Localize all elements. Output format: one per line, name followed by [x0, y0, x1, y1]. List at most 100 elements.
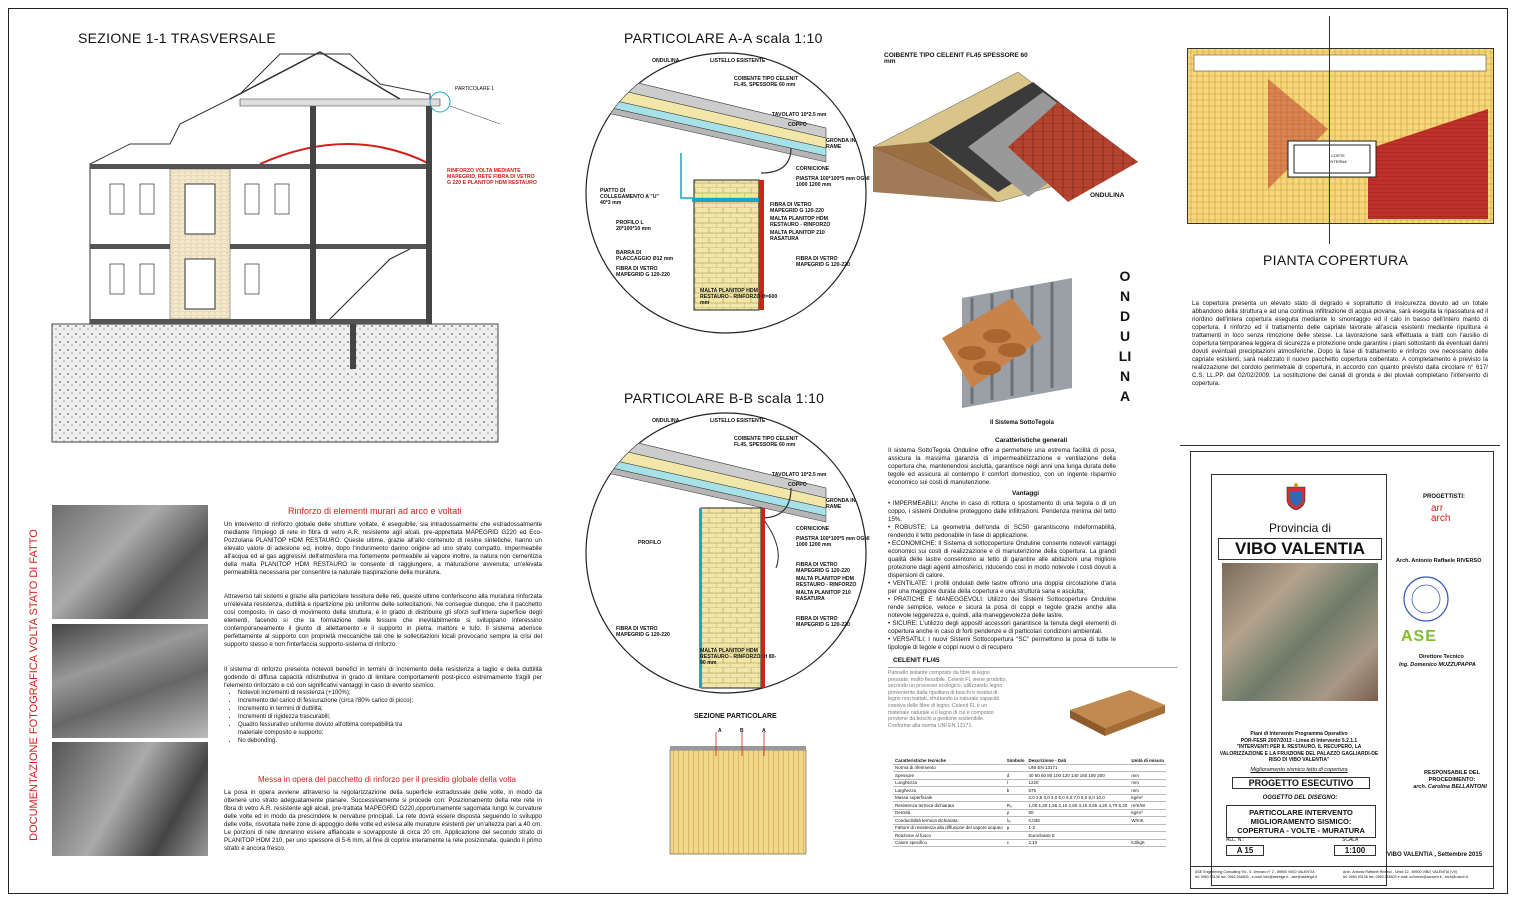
- cell: [1129, 831, 1166, 840]
- advantages-title: Vantaggi: [1012, 490, 1040, 497]
- label-fibra-3: FIBRA DI VETRO MAPEGRID G 120-220: [616, 626, 670, 638]
- scale-label: SCALA: [1342, 837, 1359, 843]
- benefit-item: Incremento del carico di fessurazione (c…: [238, 697, 418, 705]
- responsible-name: arch. Carolina BELLANTONI: [1413, 784, 1487, 790]
- city-name: VIBO VALENTIA: [1218, 538, 1382, 560]
- cell: Fattore di resistenza alla diffusione de…: [893, 824, 1005, 832]
- title-block: Provincia di VIBO VALENTIA Piani di Inte…: [1190, 451, 1494, 889]
- cell: Larghezza: [893, 786, 1005, 795]
- cell: 2,10: [1026, 839, 1130, 847]
- advantage-item: • IMPERMEABILI: Anche in caso di rottura…: [888, 500, 1116, 523]
- celenit-panel-image: [1070, 690, 1165, 736]
- label-malta-hdm-2: MALTA PLANITOP HDM RESTAURO - RINFORZO: …: [700, 648, 777, 666]
- benefit-item: Notevoli incrementi di resistenza (+100%…: [238, 689, 418, 697]
- vault-photo-1: [52, 505, 208, 619]
- roof-insulation-label: COIBENTE TIPO CELENIT FL45 SPESSORE 60 m…: [884, 52, 1028, 65]
- label-planitop-210: MALTA PLANITOP 210 RASATURA: [770, 230, 825, 242]
- properties-table: Caratteristiche tecniche Simbolo Descriz…: [893, 757, 1166, 847]
- drawing-object-label: OGGETTO DEL DISEGNO:: [1262, 795, 1338, 801]
- detail-aa-drawing: [585, 52, 867, 334]
- label-listello: LISTELLO ESISTENTE: [710, 58, 766, 64]
- cell: Resistenza termica dichiarata: [893, 801, 1005, 810]
- rinforzo-p1: Un intervento di rinforzo globale delle …: [224, 521, 542, 576]
- cell: kJ/kgK: [1129, 839, 1166, 847]
- province-crest-icon: [1286, 483, 1306, 511]
- label-coppo: COPPO: [788, 482, 807, 488]
- cell: 40 50 60 80 100 120 140 160 180 200: [1026, 771, 1130, 780]
- ase-logo: ASE: [1401, 628, 1437, 645]
- vault-photo-3: [52, 742, 208, 856]
- label-fibra-1: FIBRA DI VETRO MAPEGRID G 120-220: [770, 202, 824, 214]
- cell: [1129, 824, 1166, 832]
- section-mark-a: A: [718, 728, 722, 734]
- cell: [1004, 794, 1027, 802]
- section-mark-a2: A: [762, 728, 766, 734]
- cell: m²K/W: [1129, 801, 1166, 810]
- advantage-item: • SICURE: L'utilizzo degli appositi acce…: [888, 620, 1116, 635]
- cell: 50: [1026, 809, 1130, 817]
- messa-in-opera-text: La posa in opera avviene attraverso la r…: [224, 789, 542, 852]
- aerial-photo: [1222, 563, 1378, 701]
- drawing-title: PARTICOLARE INTERVENTO MIGLIORAMENTO SIS…: [1226, 805, 1376, 838]
- cell: [1004, 764, 1027, 772]
- th: Unità di misura: [1129, 757, 1166, 765]
- benefit-item: No debonding.: [238, 737, 418, 745]
- footer-architect: Arch. Antonio Raffaele Riverso - Umbi 12…: [1343, 870, 1469, 879]
- section-cut-line: [1329, 16, 1330, 244]
- label-tavolato: TAVOLATO 10*2.5 mm: [772, 472, 827, 478]
- roof-isometric: [872, 71, 1139, 202]
- footer-divider: [1191, 866, 1493, 867]
- advantage-item: • ECONOMICHE: Il Sistema di sottocopertu…: [888, 540, 1116, 579]
- plan-description: La copertura presenta un elevato stato d…: [1192, 300, 1488, 387]
- architect-name: Arch. Antonio Raffaele RIVERSO: [1396, 558, 1482, 564]
- label-fibra-2: FIBRA DI VETRO MAPEGRID G 120-220: [796, 256, 850, 268]
- cell: 575: [1026, 786, 1130, 795]
- cell: Reazione al fuoco: [893, 831, 1005, 840]
- cell: 2,0 2,5 3,0 4,0 5,0 6,0 7,0 8,0 9,0 10,0: [1026, 794, 1130, 802]
- cell: R₀: [1004, 801, 1027, 810]
- cell: kg/m²: [1129, 794, 1166, 802]
- label-coibente: COIBENTE TIPO CELENIT FL45, SPESSORE 60 …: [734, 436, 798, 448]
- roof-ondulina-label: ONDULINA: [1090, 192, 1125, 199]
- label-profilo: PROFILO: [638, 540, 662, 546]
- th: Simbolo: [1004, 757, 1027, 765]
- cell: d: [1004, 771, 1027, 780]
- label-tavolato: TAVOLATO 10*2.5 mm: [772, 112, 827, 118]
- arr-arch-logo: arr arch: [1431, 503, 1451, 524]
- label-piastra: PIASTRA 100*100*5 mm OGNI 1000 1200 mm: [796, 176, 870, 188]
- cell: [1129, 764, 1166, 772]
- cell: Spessore: [893, 771, 1005, 780]
- cell: Massa superficiale: [893, 794, 1005, 802]
- celenit-description: Pannello isolante composto da fibre di l…: [888, 670, 1007, 729]
- label-ondulina: ONDULINA: [652, 418, 680, 424]
- professional-stamp-icon: [1403, 576, 1449, 622]
- program-description: Piani di Intervento Programma Operativo …: [1219, 731, 1379, 763]
- provincia-label: Provincia di: [1268, 521, 1332, 535]
- drawing-sheet: [8, 8, 1508, 894]
- celenit-divider: [888, 667, 1178, 668]
- cell: Norma di riferimento: [893, 764, 1005, 772]
- engineer-name: Ing. Domenico MUZZUPAPPA: [1399, 662, 1476, 668]
- section-detail-title: SEZIONE PARTICOLARE: [694, 713, 777, 720]
- cell: 1,00 1,30 1,55 2,10 2,60 3,15 3,65 4,20 …: [1026, 801, 1130, 810]
- section-title: SEZIONE 1-1 TRASVERSALE: [78, 30, 277, 46]
- cell: 0,038: [1026, 816, 1130, 825]
- advantage-item: • ROBUSTE: La geometria dell'onda di SC5…: [888, 524, 1116, 539]
- rinforzo-p2: Attraverso tali sistemi e grazie alla pa…: [224, 593, 542, 648]
- detail-aa-labels: ONDULINA LISTELLO ESISTENTE COIBENTE TIP…: [600, 54, 890, 334]
- ondulina-vertical-title: ONDULINA: [1118, 268, 1132, 404]
- footer-company: ASE Engineering Consulting Srl - S. Jenn…: [1195, 870, 1318, 879]
- detail-bb-labels: ONDULINA LISTELLO ESISTENTE COIBENTE TIP…: [600, 414, 890, 694]
- cell: W/mK: [1129, 816, 1166, 825]
- detail-bb-title: PARTICOLARE B-B scala 1:10: [624, 390, 825, 406]
- photo-doc-label: DOCUMENTAZIONE FOTOGRAFICA VOLTA STATO D…: [28, 529, 40, 841]
- cell: 1-2: [1026, 824, 1130, 832]
- label-profilo: PROFILO L 20*100*10 mm: [616, 220, 651, 232]
- th: Descrizione - Dati: [1026, 757, 1130, 765]
- designers-label: PROGETTISTI:: [1423, 494, 1465, 500]
- responsible-label: RESPONSABILE DEL PROCEDIMENTO:: [1424, 770, 1480, 783]
- label-malta-hdm: MALTA PLANITOP HDM RESTAURO - RINFORZO: [770, 216, 831, 228]
- rinforzo-title: Rinforzo di elementi murari ad arco e vo…: [288, 506, 462, 516]
- cell: mm: [1129, 786, 1166, 795]
- cell: λ₀: [1004, 816, 1027, 825]
